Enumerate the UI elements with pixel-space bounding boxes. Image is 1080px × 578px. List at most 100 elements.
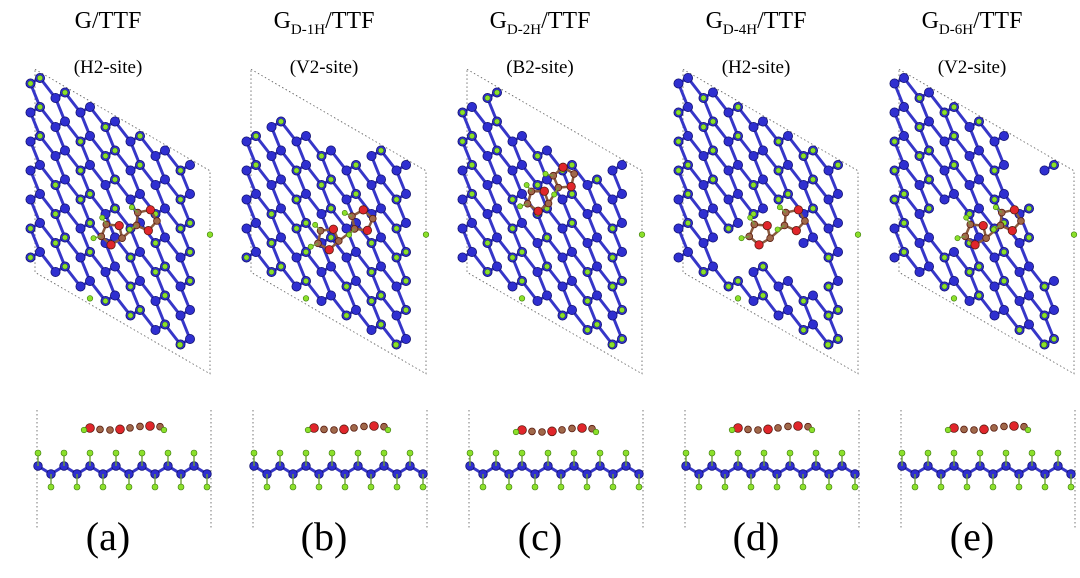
- hydrogen-atom: [675, 138, 682, 145]
- hydrogen-atom: [950, 295, 958, 302]
- carbon-atom: [266, 150, 277, 161]
- hydrogen-atom: [835, 336, 841, 342]
- carbon-atom: [889, 78, 900, 89]
- carbon-atom: [400, 188, 411, 199]
- hydrogen-atom: [824, 341, 832, 348]
- hydrogen-atom: [346, 231, 353, 238]
- carbon-atom: [150, 295, 161, 306]
- hydrogen-atom: [786, 449, 794, 457]
- hydrogen-atom: [127, 254, 134, 261]
- adsorption-site-label: (B2-site): [506, 57, 574, 78]
- hydrogen-atom: [557, 483, 565, 491]
- hydrogen-atom: [137, 133, 143, 139]
- hydrogen-atom: [127, 312, 134, 319]
- carbon-atom: [998, 188, 1009, 199]
- molecule-carbon-atom: [1017, 217, 1025, 225]
- carbon-atom: [673, 194, 684, 205]
- hydrogen-atom: [570, 449, 578, 457]
- carbon-atom: [758, 116, 769, 127]
- hydrogen-atom: [825, 254, 832, 261]
- carbon-atom: [974, 203, 985, 214]
- sulfur-atom: [970, 240, 980, 250]
- hydrogen-atom: [810, 205, 816, 212]
- carbon-atom: [276, 232, 287, 243]
- hydrogen-atom: [810, 176, 816, 183]
- hydrogen-atom: [584, 298, 591, 304]
- molecule-carbon-atom: [982, 234, 990, 242]
- carbon-atom: [607, 310, 618, 321]
- carbon-atom: [748, 295, 759, 306]
- carbon-atom: [698, 208, 709, 219]
- atoms: [889, 73, 1078, 350]
- hydrogen-atom: [469, 162, 475, 168]
- hydrogen-atom: [138, 449, 146, 457]
- hydrogen-atom: [368, 269, 375, 275]
- carbon-atom: [251, 246, 262, 257]
- carbon-atom: [1039, 165, 1050, 176]
- carbon-atom: [251, 188, 262, 199]
- hydrogen-atom: [328, 176, 334, 183]
- carbon-atom: [326, 261, 337, 272]
- carbon-atom: [939, 136, 950, 147]
- adsorption-site-label: (V2-site): [289, 57, 359, 78]
- ttf-molecule: [954, 204, 1025, 250]
- carbon-atom: [974, 145, 985, 156]
- hydrogen-atom: [87, 191, 93, 197]
- hydrogen-atom: [710, 118, 716, 125]
- hydrogen-atom: [619, 278, 625, 284]
- carbon-atom: [85, 102, 96, 113]
- hydrogen-atom: [963, 214, 970, 221]
- hydrogen-atom: [1015, 483, 1023, 491]
- hydrogen-atom: [187, 278, 193, 284]
- sulfur-atom: [979, 424, 989, 435]
- carbon-atom: [616, 246, 627, 257]
- carbon-atom: [341, 165, 352, 176]
- sulfur-atom: [369, 421, 379, 431]
- carbon-atom: [184, 188, 195, 199]
- hydrogen-atom: [1041, 283, 1048, 290]
- sulfur-atom: [145, 205, 156, 215]
- carbon-atom: [607, 165, 618, 176]
- hydrogen-atom: [99, 214, 106, 221]
- hydrogen-atom: [37, 75, 43, 81]
- carbon-atom: [150, 150, 161, 161]
- carbon-atom: [492, 261, 503, 272]
- unit-cell: [682, 68, 859, 375]
- hydrogen-atom: [393, 254, 400, 261]
- hydrogen-atom: [62, 89, 68, 96]
- panel-label: (d): [732, 514, 780, 559]
- carbon-atom: [184, 333, 195, 344]
- sulfur-atom: [566, 181, 576, 192]
- carbon-atom: [616, 217, 627, 228]
- side-view: [33, 410, 212, 528]
- carbon-atom: [241, 194, 252, 205]
- hydrogen-atom: [941, 109, 948, 116]
- hydrogen-atom: [315, 483, 323, 491]
- carbon-atom: [375, 261, 386, 272]
- molecule-carbon-atom: [106, 426, 114, 434]
- hydrogen-atom: [86, 449, 94, 457]
- sulfur-atom: [754, 240, 764, 250]
- hydrogen-atom: [303, 278, 309, 284]
- carbon-atom: [350, 275, 361, 286]
- carbon-atom: [989, 310, 1000, 321]
- hydrogen-atom: [954, 235, 961, 242]
- hydrogen-atom: [27, 225, 34, 232]
- carbon-atom: [924, 232, 935, 243]
- ttf-molecule: [517, 162, 578, 216]
- structure-diagram: [457, 68, 646, 528]
- carbon-atom: [366, 324, 377, 335]
- hydrogen-atom: [898, 449, 906, 457]
- hydrogen-atom: [891, 196, 898, 203]
- hydrogen-atom: [785, 191, 791, 197]
- carbon-atom: [276, 203, 287, 214]
- carbon-atom: [50, 122, 61, 133]
- carbon-atom: [110, 290, 121, 301]
- atoms: [25, 73, 214, 350]
- carbon-atom: [1014, 237, 1025, 248]
- panel-c: GD-2H/TTF (B2-site) (c): [432, 0, 648, 578]
- panel-title: GD-6H/TTF: [921, 8, 1023, 38]
- side-view: [681, 410, 860, 528]
- carbon-atom: [683, 130, 694, 141]
- hydrogen-atom: [34, 449, 42, 457]
